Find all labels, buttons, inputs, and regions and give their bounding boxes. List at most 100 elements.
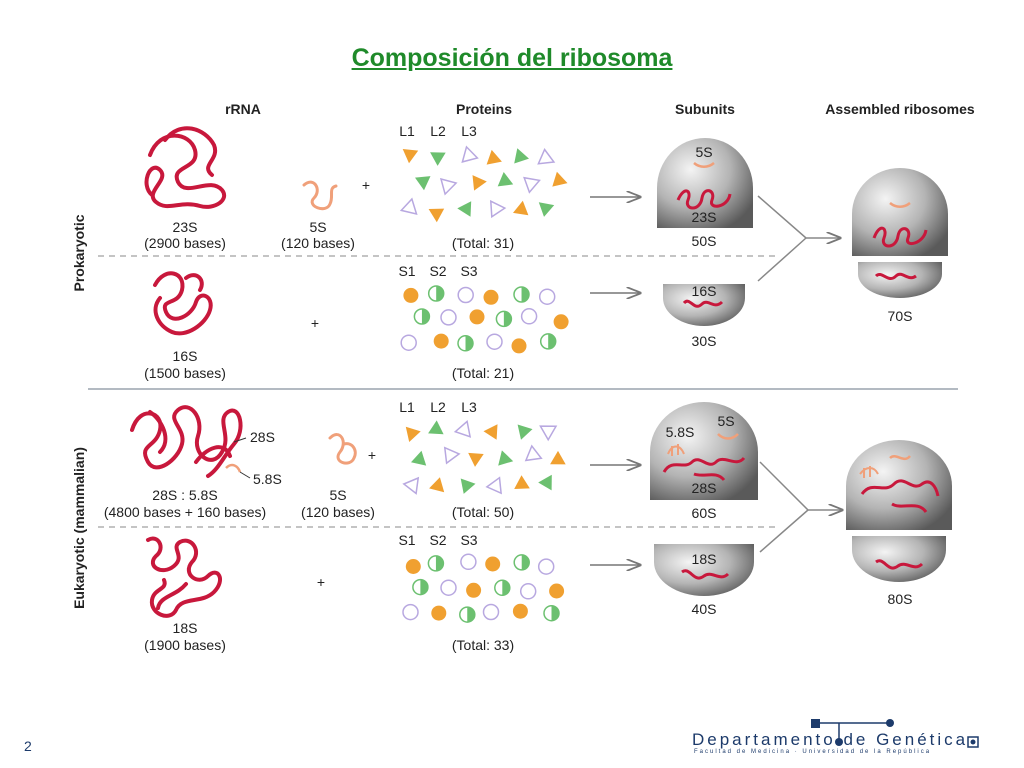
subunit-40s xyxy=(654,544,754,596)
protein-icon xyxy=(402,149,419,164)
plus-sign: + xyxy=(368,447,376,463)
protein-icon xyxy=(405,426,421,442)
assembled-5s-rrna xyxy=(889,455,911,461)
subunit-5-8s-label: 5.8S xyxy=(666,424,695,440)
subunit-18s-label: 18S xyxy=(692,551,717,567)
assembled-80s-large xyxy=(846,440,952,530)
protein-icon xyxy=(436,285,444,301)
protein-group-prok-small xyxy=(400,285,569,354)
department-name: Departamento de Genética xyxy=(692,730,969,749)
subunit-23s-rrna xyxy=(676,189,732,210)
protein-icon xyxy=(521,554,530,570)
rrna-5s-coil xyxy=(328,433,357,465)
protein-icon xyxy=(520,308,538,325)
assembled-80s-small xyxy=(852,536,946,582)
side-label-eukaryotic: Eukaryotic (mammalian) xyxy=(71,447,87,609)
protein-icon xyxy=(553,314,569,330)
protein-label-s3: S3 xyxy=(460,532,477,548)
rrna-5s-label: 5S xyxy=(309,219,326,235)
protein-icon xyxy=(411,450,427,466)
protein-icon xyxy=(485,556,501,572)
protein-icon xyxy=(399,197,418,216)
protein-icon xyxy=(403,287,419,303)
protein-icon xyxy=(460,478,476,494)
protein-icon xyxy=(489,199,507,219)
protein-icon xyxy=(428,208,445,223)
protein-group-prok-large xyxy=(399,145,568,223)
department-logo-icon xyxy=(811,719,979,748)
rrna-5s-bases: (120 bases) xyxy=(301,504,375,520)
protein-icon xyxy=(538,202,555,217)
protein-icon xyxy=(457,286,474,304)
subunit-28s-rrna xyxy=(662,456,746,482)
protein-icon xyxy=(498,450,514,466)
protein-icon xyxy=(430,152,446,166)
protein-icon xyxy=(539,425,558,442)
protein-group-euk-large xyxy=(402,419,566,495)
protein-icon xyxy=(428,420,444,435)
protein-icon xyxy=(467,607,475,623)
protein-icon xyxy=(402,476,420,495)
protein-icon xyxy=(468,452,484,467)
subunit-50s-label: 50S xyxy=(692,233,717,249)
subunit-16s-label: 16S xyxy=(692,283,717,299)
protein-icon xyxy=(497,172,514,187)
subunit-28s-label: 28S xyxy=(692,480,717,496)
protein-total: (Total: 21) xyxy=(452,365,514,381)
protein-icon xyxy=(461,145,479,163)
protein-icon xyxy=(521,286,530,302)
protein-label-s1: S1 xyxy=(398,263,415,279)
subunit-5s-label: 5S xyxy=(717,413,734,429)
protein-label-l2: L2 xyxy=(430,123,446,139)
protein-icon xyxy=(469,309,485,325)
assembled-70s-label: 70S xyxy=(888,308,913,324)
assembly-arrow xyxy=(759,509,809,553)
protein-icon xyxy=(415,176,431,191)
protein-label-s3: S3 xyxy=(460,263,477,279)
protein-icon xyxy=(485,476,502,495)
protein-icon xyxy=(512,603,528,619)
rrna-5s-label: 5S xyxy=(329,487,346,503)
plus-sign: + xyxy=(317,574,325,590)
rrna-18s-coil xyxy=(146,536,222,618)
header-subunits: Subunits xyxy=(675,101,735,117)
assembled-80s-label: 80S xyxy=(888,591,913,607)
assembly-arrow xyxy=(757,195,840,238)
pointer-line xyxy=(239,471,251,479)
protein-icon xyxy=(482,603,500,621)
protein-icon xyxy=(537,148,556,165)
protein-icon xyxy=(440,309,457,326)
subunit-5-8s-rrna xyxy=(667,444,685,456)
protein-icon xyxy=(420,579,428,595)
subunit-30s-label: 30S xyxy=(692,333,717,349)
protein-icon xyxy=(513,200,529,216)
rrna-23s-bases: (2900 bases) xyxy=(144,235,226,251)
header-assembled: Assembled ribosomes xyxy=(825,101,975,117)
protein-icon xyxy=(524,444,543,462)
protein-icon xyxy=(439,177,458,196)
assembled-5s-rrna xyxy=(889,201,911,208)
protein-icon xyxy=(537,558,555,575)
protein-icon xyxy=(514,475,530,489)
protein-icon xyxy=(431,605,447,621)
page-number: 2 xyxy=(24,738,32,754)
protein-label-s1: S1 xyxy=(398,532,415,548)
protein-total: (Total: 50) xyxy=(452,504,514,520)
protein-icon xyxy=(550,450,566,465)
rrna-23s-label: 23S xyxy=(173,219,198,235)
rrna-28s-coil xyxy=(130,405,243,478)
rrna-28s-bases: (4800 bases + 160 bases) xyxy=(104,504,266,520)
rrna-16s-label: 16S xyxy=(173,348,198,364)
protein-icon xyxy=(517,424,533,440)
protein-icon xyxy=(486,333,503,350)
protein-icon xyxy=(514,148,529,164)
protein-icon xyxy=(421,308,430,324)
protein-icon xyxy=(523,176,541,194)
subunit-5s-rrna xyxy=(693,161,715,168)
protein-icon xyxy=(435,555,444,571)
protein-icon xyxy=(486,149,502,165)
protein-icon xyxy=(402,603,419,621)
pointer-line xyxy=(233,437,247,443)
protein-label-l3: L3 xyxy=(461,399,477,415)
